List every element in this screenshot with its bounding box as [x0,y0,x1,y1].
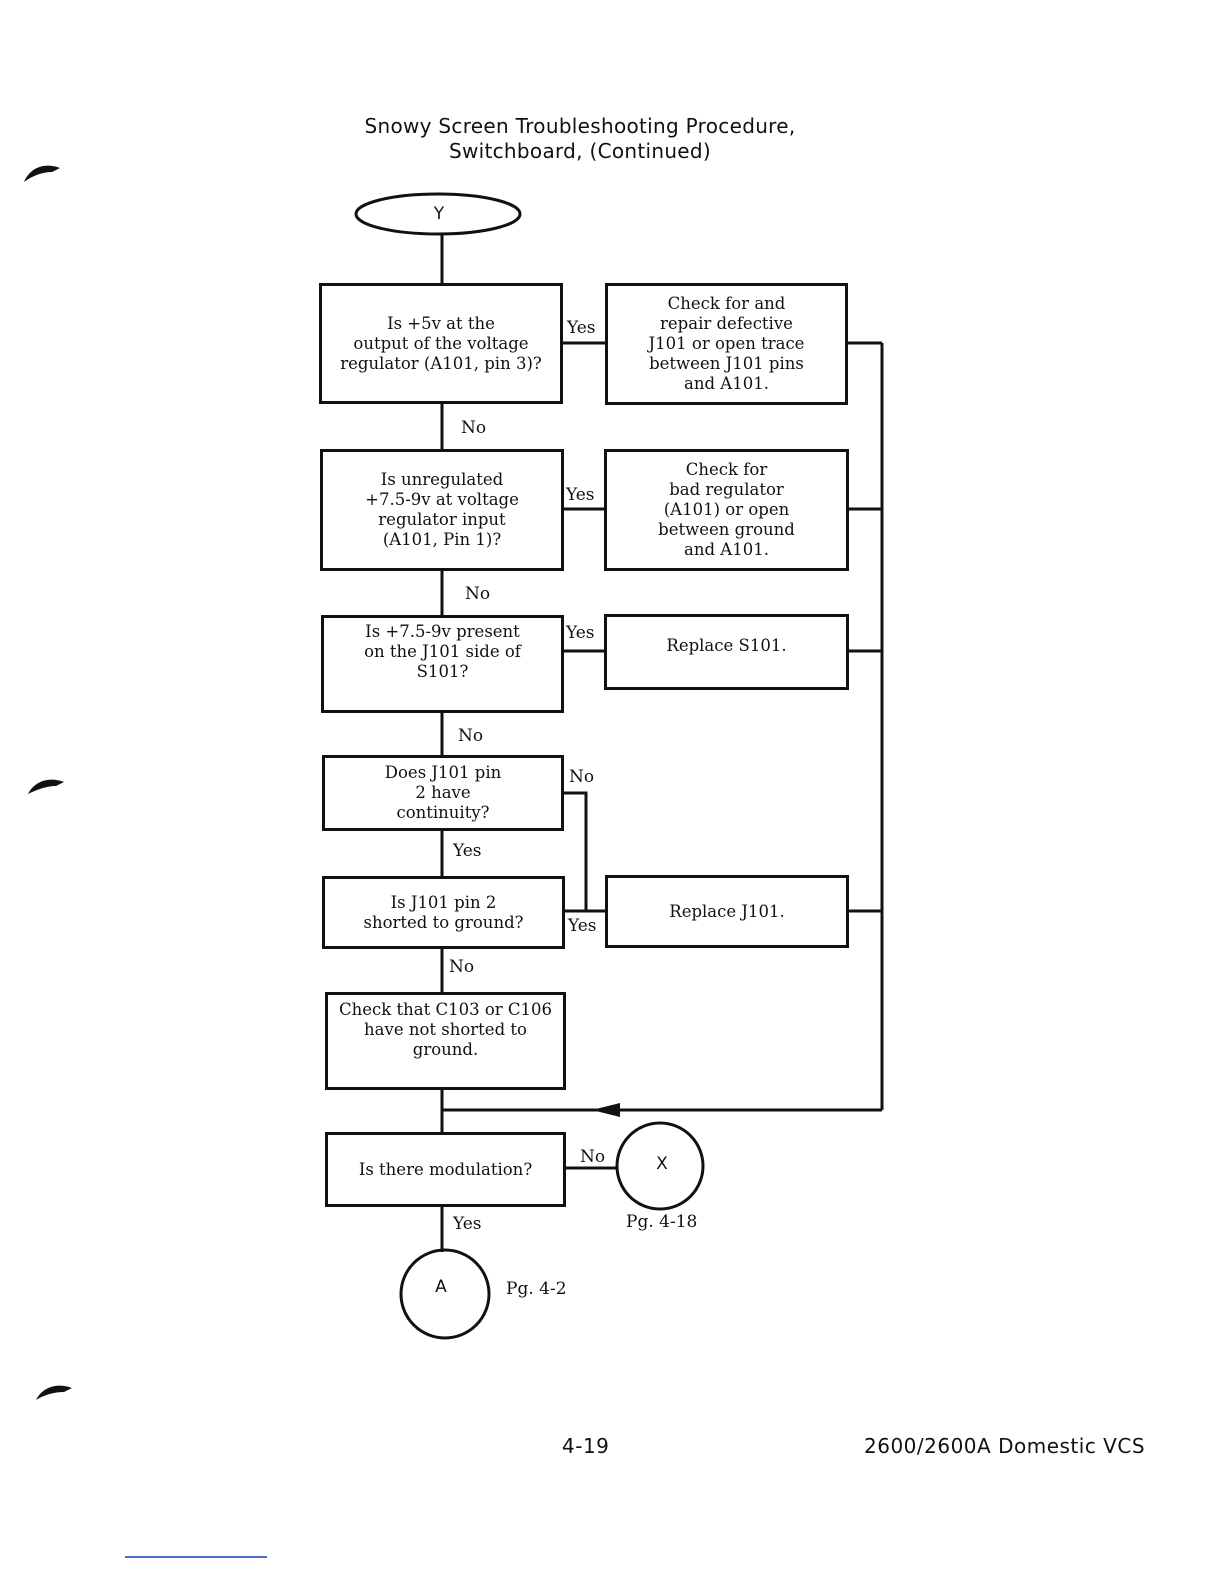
title-line-2: Switchboard, (Continued) [448,139,712,163]
edge-label-q5-yes: Yes [568,916,597,936]
action-a6-text: Check that C103 or C106 have not shorted… [338,1000,553,1059]
decision-q4: Does J101 pin 2 have continuity? [322,755,564,831]
decision-q1-text: Is +5v at the output of the voltage regu… [340,313,542,373]
decision-q7-text: Is there modulation? [358,1159,533,1179]
decision-q7: Is there modulation? [325,1132,566,1207]
x-terminal-shape [615,1121,705,1211]
return-arrow-icon [592,1103,620,1117]
start-terminal-label: Y [433,204,445,224]
decision-q3-text: Is +7.5-9v present on the J101 side of S… [364,622,521,681]
edge-q4-a5 [562,791,588,911]
action-a5-text: Replace J101. [669,901,785,921]
action-a6: Check that C103 or C106 have not shorted… [325,992,566,1090]
start-terminal-shape [354,192,522,236]
edge-label-q5-no: No [449,957,475,977]
decision-q1: Is +5v at the output of the voltage regu… [319,283,563,404]
decision-q2: Is unregulated +7.5-9v at voltage regula… [320,449,564,571]
action-a2-text: Check for bad regulator (A101) or open b… [658,460,795,559]
edge-label-q7-yes: Yes [453,1214,482,1234]
title-line-1: Snowy Screen Troubleshooting Procedure, [364,114,796,138]
edge-label-q2-yes: Yes [566,485,595,505]
decision-q3: Is +7.5-9v present on the J101 side of S… [321,615,564,713]
edge-label-q1-no: No [461,418,487,438]
edge-label-q3-yes: Yes [566,623,595,643]
punch-mark-icon [36,1385,72,1400]
edge-label-q4-yes: Yes [453,841,482,861]
decision-q4-text: Does J101 pin 2 have continuity? [384,763,502,822]
edge-label-q4-no: No [569,767,595,787]
decision-q5: Is J101 pin 2 shorted to ground? [322,876,565,949]
document-title: 2600/2600A Domestic VCS [864,1434,1146,1458]
edge-label-q2-no: No [465,584,491,604]
action-a5: Replace J101. [605,875,849,948]
x-terminal-label: X [656,1154,668,1174]
page-number: 4-19 [562,1434,610,1458]
a-page-reference: Pg. 4-2 [506,1279,567,1299]
action-a2: Check for bad regulator (A101) or open b… [604,449,849,571]
decision-q2-text: Is unregulated +7.5-9v at voltage regula… [365,470,519,549]
action-a3: Replace S101. [604,614,849,690]
edge-label-q7-no: No [580,1147,606,1167]
footer-rule [125,1556,267,1558]
decision-q5-text: Is J101 pin 2 shorted to ground? [363,892,524,932]
action-a1: Check for and repair defective J101 or o… [605,283,848,405]
a-terminal-label: A [435,1277,447,1297]
edge-label-q1-yes: Yes [567,318,596,338]
a-terminal-shape [399,1248,491,1340]
edge-label-q3-no: No [458,726,484,746]
x-page-reference: Pg. 4-18 [626,1212,698,1232]
action-a3-text: Replace S101. [666,636,787,655]
action-a1-text: Check for and repair defective J101 or o… [648,294,805,393]
punch-mark-icon [28,779,64,794]
punch-mark-icon [24,165,60,182]
page-title: Snowy Screen Troubleshooting Procedure, … [330,114,830,164]
